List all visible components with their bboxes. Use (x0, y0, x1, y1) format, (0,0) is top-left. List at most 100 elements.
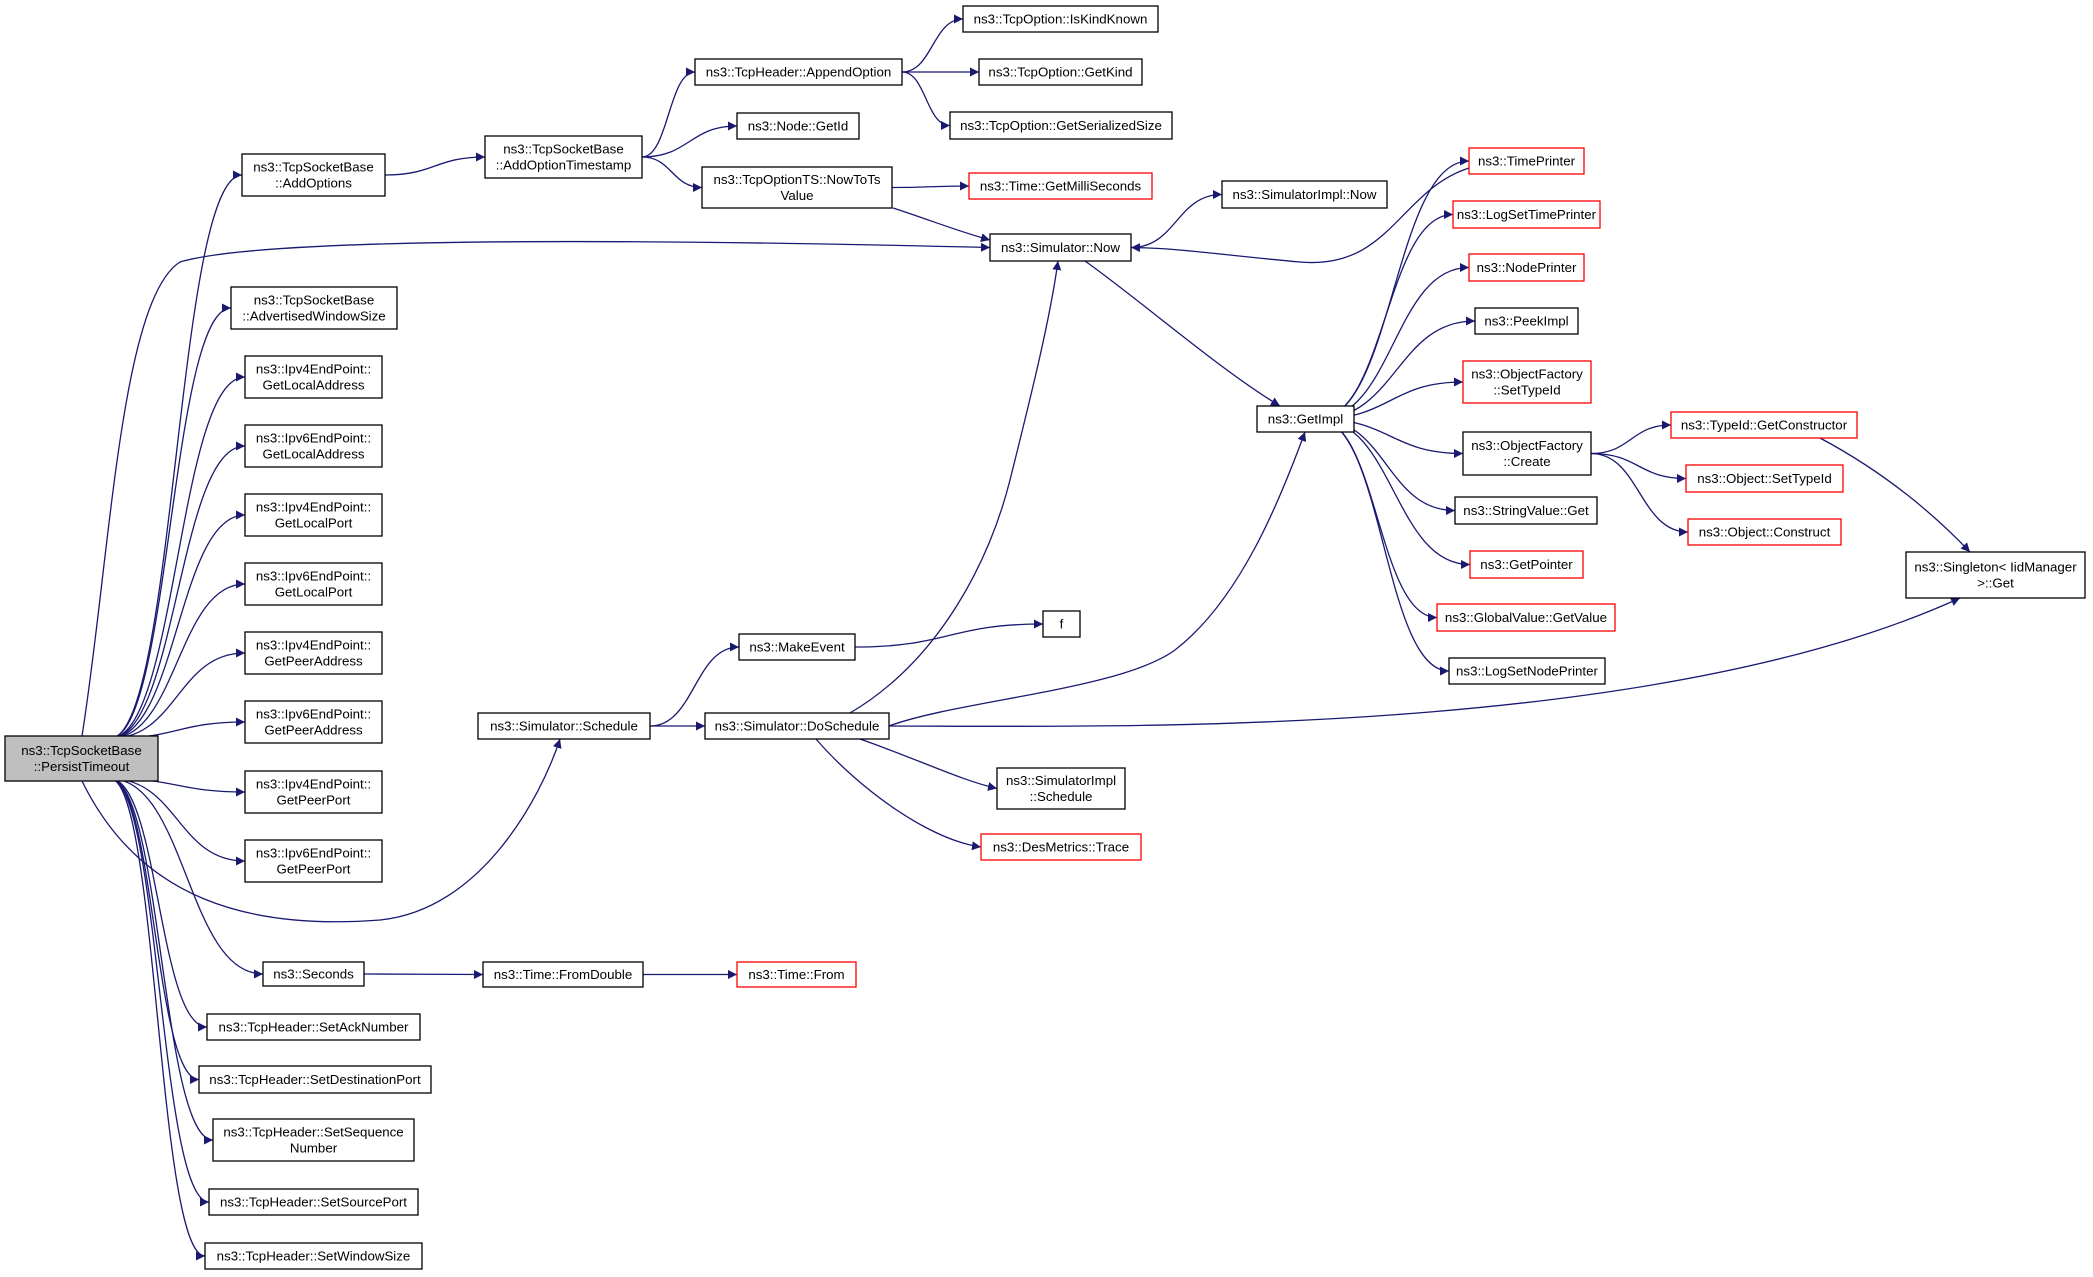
node-set-window[interactable]: ns3::TcpHeader::SetWindowSize (204, 1242, 423, 1270)
node-do-schedule[interactable]: ns3::Simulator::DoSchedule (704, 712, 890, 740)
node-box[interactable] (1221, 180, 1388, 209)
node-box[interactable] (968, 172, 1153, 200)
node-sim-now[interactable]: ns3::Simulator::Now (989, 233, 1132, 262)
node-sim-schedule[interactable]: ns3::Simulator::Schedule (477, 712, 651, 740)
node-box[interactable] (1462, 360, 1592, 404)
node-box[interactable] (1454, 496, 1598, 525)
node-box[interactable] (244, 562, 383, 606)
node-box[interactable] (701, 166, 893, 209)
node-global-value-get[interactable]: ns3::GlobalValue::GetValue (1436, 603, 1616, 632)
node-box[interactable] (244, 424, 383, 468)
node-box[interactable] (694, 58, 903, 86)
node-node-getid[interactable]: ns3::Node::GetId (736, 112, 860, 140)
node-obj-construct[interactable]: ns3::Object::Construct (1687, 518, 1842, 546)
node-box[interactable] (980, 833, 1142, 861)
node-box[interactable] (1436, 603, 1616, 632)
node-add-option-ts[interactable]: ns3::TcpSocketBase::AddOptionTimestamp (484, 135, 643, 179)
node-box[interactable] (1468, 147, 1585, 175)
node-box[interactable] (241, 153, 386, 197)
node-box[interactable] (738, 633, 856, 661)
node-box[interactable] (1905, 551, 2086, 599)
node-box[interactable] (1452, 200, 1601, 229)
node-box[interactable] (198, 1065, 432, 1094)
node-seconds[interactable]: ns3::Seconds (262, 961, 365, 987)
node-box[interactable] (477, 712, 651, 740)
node-ipv6-peer-addr[interactable]: ns3::Ipv6EndPoint::GetPeerAddress (244, 700, 383, 744)
node-get-pointer[interactable]: ns3::GetPointer (1469, 550, 1584, 579)
node-get-milli[interactable]: ns3::Time::GetMilliSeconds (968, 172, 1153, 200)
node-box[interactable] (1462, 431, 1592, 476)
node-node-printer[interactable]: ns3::NodePrinter (1468, 253, 1585, 282)
node-time-printer[interactable]: ns3::TimePrinter (1468, 147, 1585, 175)
node-of-set-type-id[interactable]: ns3::ObjectFactory::SetTypeId (1462, 360, 1592, 404)
node-box[interactable] (736, 961, 857, 988)
node-box[interactable] (1468, 253, 1585, 282)
node-box[interactable] (212, 1118, 415, 1162)
node-add-options[interactable]: ns3::TcpSocketBase::AddOptions (241, 153, 386, 197)
node-simimpl-schedule[interactable]: ns3::SimulatorImpl::Schedule (996, 767, 1126, 810)
node-of-create[interactable]: ns3::ObjectFactory::Create (1462, 431, 1592, 476)
node-box[interactable] (704, 712, 890, 740)
node-box[interactable] (1042, 610, 1081, 638)
node-des-trace[interactable]: ns3::DesMetrics::Trace (980, 833, 1142, 861)
node-box[interactable] (949, 111, 1173, 140)
node-ipv6-local-addr[interactable]: ns3::Ipv6EndPoint::GetLocalAddress (244, 424, 383, 468)
node-box[interactable] (978, 58, 1143, 86)
node-adv-window[interactable]: ns3::TcpSocketBase::AdvertisedWindowSize (230, 286, 398, 330)
node-box[interactable] (962, 5, 1159, 33)
node-box[interactable] (262, 961, 365, 987)
node-box[interactable] (736, 112, 860, 140)
node-set-dest-port[interactable]: ns3::TcpHeader::SetDestinationPort (198, 1065, 432, 1094)
node-get-constructor[interactable]: ns3::TypeId::GetConstructor (1670, 411, 1858, 439)
node-is-kind-known[interactable]: ns3::TcpOption::IsKindKnown (962, 5, 1159, 33)
node-log-set-node-printer[interactable]: ns3::LogSetNodePrinter (1448, 657, 1606, 685)
node-log-set-time-printer[interactable]: ns3::LogSetTimePrinter (1452, 200, 1601, 229)
node-box[interactable] (204, 1242, 423, 1270)
node-obj-set-type-id[interactable]: ns3::Object::SetTypeId (1685, 464, 1844, 493)
node-ipv4-peer-addr[interactable]: ns3::Ipv4EndPoint::GetPeerAddress (244, 631, 383, 675)
node-peek-impl[interactable]: ns3::PeekImpl (1474, 307, 1579, 335)
node-box[interactable] (1474, 307, 1579, 335)
node-string-value-get[interactable]: ns3::StringValue::Get (1454, 496, 1598, 525)
node-append-option[interactable]: ns3::TcpHeader::AppendOption (694, 58, 903, 86)
node-box[interactable] (206, 1013, 421, 1041)
node-box[interactable] (230, 286, 398, 330)
node-time-from-double[interactable]: ns3::Time::FromDouble (482, 961, 644, 988)
node-box[interactable] (1687, 518, 1842, 546)
node-ipv6-local-port[interactable]: ns3::Ipv6EndPoint::GetLocalPort (244, 562, 383, 606)
node-get-serialized-size[interactable]: ns3::TcpOption::GetSerializedSize (949, 111, 1173, 140)
node-box[interactable] (244, 355, 383, 399)
node-box[interactable] (996, 767, 1126, 810)
node-box[interactable] (484, 135, 643, 179)
node-ipv4-local-port[interactable]: ns3::Ipv4EndPoint::GetLocalPort (244, 493, 383, 537)
node-box[interactable] (482, 961, 644, 988)
node-simimpl-now[interactable]: ns3::SimulatorImpl::Now (1221, 180, 1388, 209)
node-box[interactable] (1448, 657, 1606, 685)
node-ipv4-local-addr[interactable]: ns3::Ipv4EndPoint::GetLocalAddress (244, 355, 383, 399)
node-ipv6-peer-port[interactable]: ns3::Ipv6EndPoint::GetPeerPort (244, 839, 383, 883)
node-box[interactable] (244, 631, 383, 675)
node-box[interactable] (208, 1188, 419, 1216)
node-f[interactable]: f (1042, 610, 1081, 638)
node-singleton-get[interactable]: ns3::Singleton< IidManager >::Get (1905, 551, 2086, 599)
node-get-kind[interactable]: ns3::TcpOption::GetKind (978, 58, 1143, 86)
node-box[interactable] (1670, 411, 1858, 439)
node-make-event[interactable]: ns3::MakeEvent (738, 633, 856, 661)
node-box[interactable] (4, 735, 159, 782)
node-ipv4-peer-port[interactable]: ns3::Ipv4EndPoint::GetPeerPort (244, 770, 383, 814)
node-box[interactable] (244, 839, 383, 883)
node-box[interactable] (1685, 464, 1844, 493)
node-box[interactable] (1256, 405, 1355, 433)
node-persist-timeout[interactable]: ns3::TcpSocketBase::PersistTimeout (4, 735, 159, 782)
node-box[interactable] (244, 700, 383, 744)
node-time-from[interactable]: ns3::Time::From (736, 961, 857, 988)
node-get-impl[interactable]: ns3::GetImpl (1256, 405, 1355, 433)
node-set-ack[interactable]: ns3::TcpHeader::SetAckNumber (206, 1013, 421, 1041)
node-set-src-port[interactable]: ns3::TcpHeader::SetSourcePort (208, 1188, 419, 1216)
node-box[interactable] (989, 233, 1132, 262)
node-box[interactable] (1469, 550, 1584, 579)
node-box[interactable] (244, 770, 383, 814)
node-box[interactable] (244, 493, 383, 537)
